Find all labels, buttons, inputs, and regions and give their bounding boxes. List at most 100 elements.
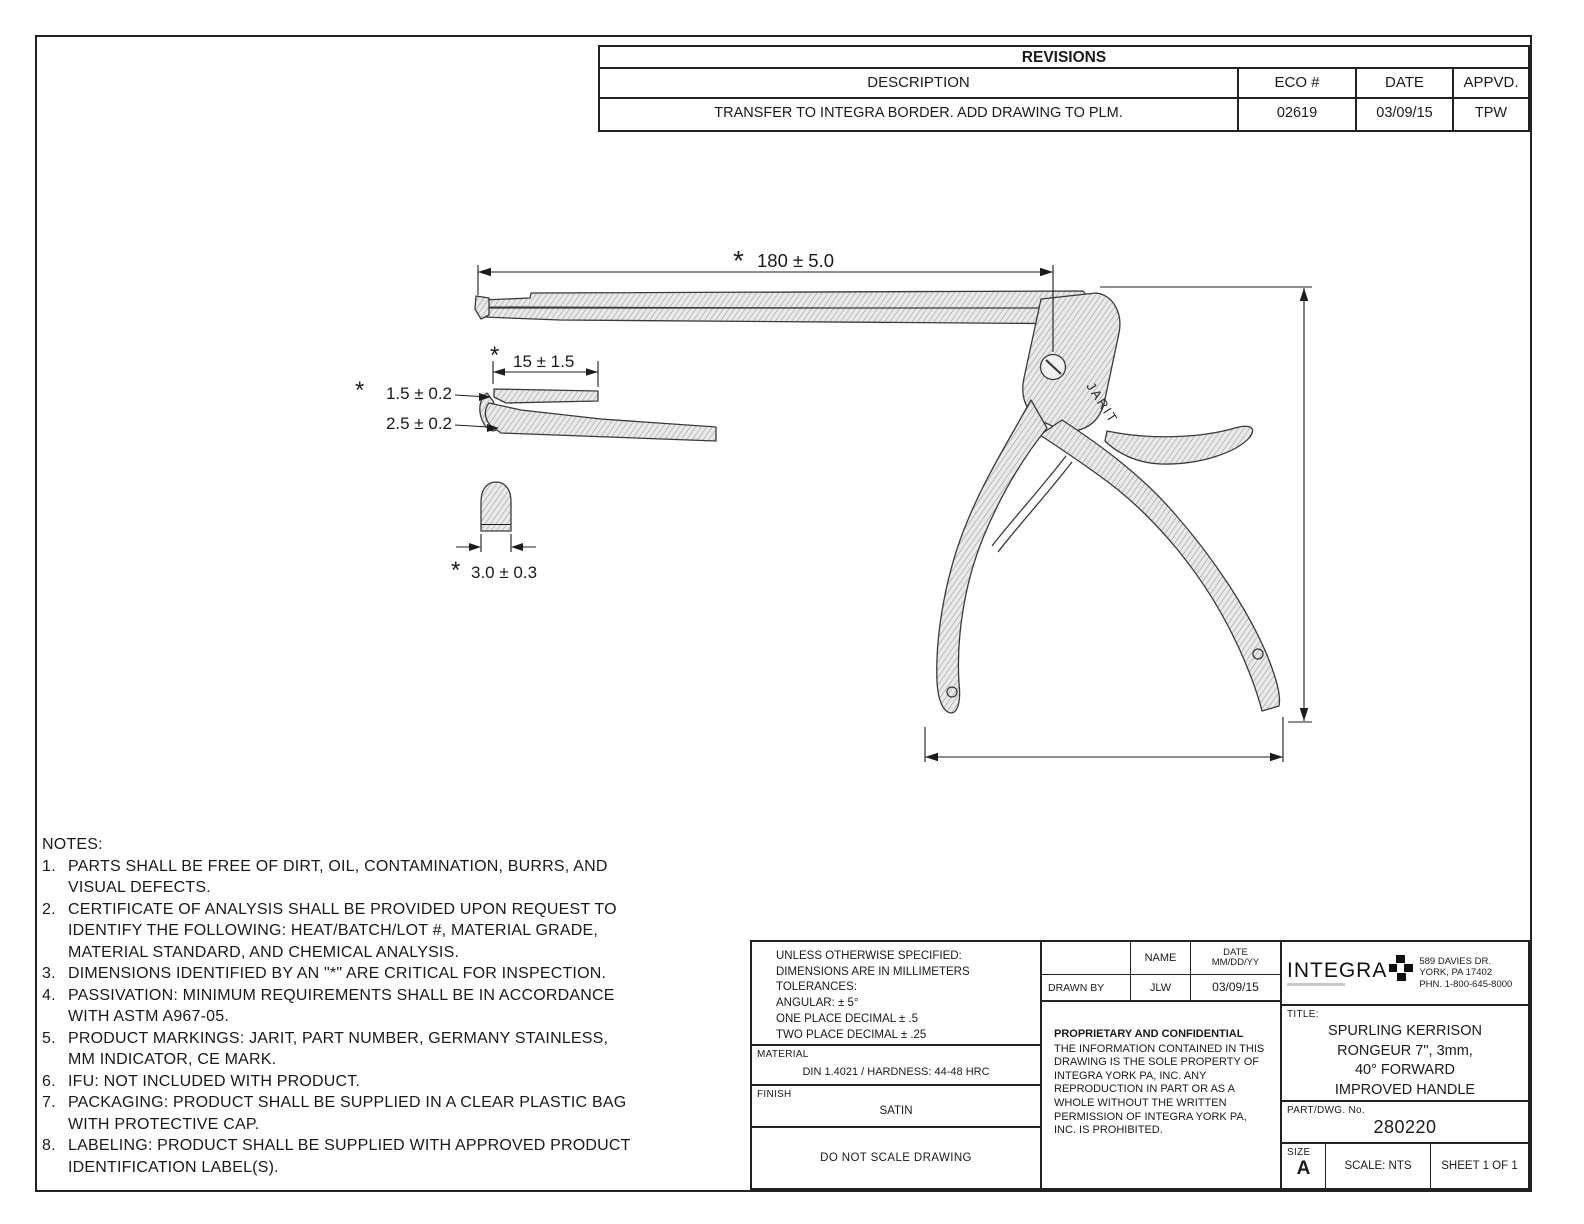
tolerance-line: UNLESS OTHERWISE SPECIFIED: bbox=[776, 950, 962, 962]
notes-section: NOTES: 1. PARTS SHALL BE FREE OF DIRT, O… bbox=[42, 834, 732, 1178]
material-label: MATERIAL bbox=[757, 1049, 809, 1060]
date-format-line: MM/DD/YY bbox=[1211, 957, 1260, 968]
dim-tip-length-lines bbox=[492, 361, 599, 387]
name-date-empty-cell bbox=[1042, 942, 1130, 974]
revision-approved-by: TPW bbox=[1452, 99, 1528, 130]
dim-tip-top-leader bbox=[454, 394, 481, 398]
shaft-tip-foot bbox=[474, 295, 490, 320]
address-line: 589 DAVIES DR. bbox=[1419, 956, 1491, 968]
detail-upper-jaw bbox=[493, 388, 599, 404]
arrowhead bbox=[1270, 752, 1283, 762]
revisions-col-eco: ECO # bbox=[1237, 69, 1355, 97]
title-block-specs-column: UNLESS OTHERWISE SPECIFIED: DIMENSIONS A… bbox=[752, 942, 1042, 1188]
revisions-header-row: DESCRIPTION ECO # DATE APPVD. bbox=[600, 69, 1528, 99]
revisions-title: REVISIONS bbox=[600, 47, 1528, 69]
note-item: 3. DIMENSIONS IDENTIFIED BY AN "*" ARE C… bbox=[42, 963, 732, 985]
tolerance-line: ONE PLACE DECIMAL ± .5 bbox=[776, 1012, 919, 1025]
shaft-upper-bar bbox=[481, 290, 1098, 310]
dim-overall-height-lines bbox=[1100, 286, 1312, 723]
critical-asterisk: * bbox=[490, 342, 499, 369]
note-number: 7. bbox=[42, 1094, 56, 1111]
note-text: PASSIVATION: MINIMUM REQUIREMENTS SHALL … bbox=[68, 985, 615, 1028]
arrowhead bbox=[1040, 267, 1053, 277]
finger-hook bbox=[1104, 425, 1254, 465]
fixed-handle bbox=[936, 399, 1048, 714]
address-line: YORK, PA 17402 bbox=[1419, 967, 1493, 979]
material-value: DIN 1.4021 / HARDNESS: 44-48 HRC bbox=[802, 1066, 990, 1078]
note-number: 8. bbox=[42, 1137, 56, 1154]
tip-cross-section bbox=[480, 481, 512, 532]
title-block-approval-column: NAME DATE MM/DD/YY DRAWN BY JLW 03/09/15… bbox=[1042, 942, 1282, 1188]
revision-description: TRANSFER TO INTEGRA BORDER. ADD DRAWING … bbox=[714, 105, 1123, 121]
leaf-spring-line-2 bbox=[997, 461, 1073, 553]
note-line: VISUAL DEFECTS. bbox=[68, 879, 211, 896]
note-line: PACKAGING: PRODUCT SHALL BE SUPPLIED IN … bbox=[68, 1094, 627, 1111]
note-text: DIMENSIONS IDENTIFIED BY AN "*" ARE CRIT… bbox=[68, 963, 606, 985]
dim-tip-top-label: 1.5 ± 0.2 bbox=[386, 384, 452, 403]
arrowhead bbox=[925, 752, 938, 762]
revisions-col-appvd: APPVD. bbox=[1452, 69, 1528, 97]
date-header-cell: DATE MM/DD/YY bbox=[1190, 942, 1280, 974]
note-item: 7. PACKAGING: PRODUCT SHALL BE SUPPLIED … bbox=[42, 1092, 732, 1135]
shaft-lower-bar bbox=[478, 307, 1108, 325]
drawn-by-label: DRAWN BY bbox=[1048, 981, 1105, 994]
name-date-header-row: NAME DATE MM/DD/YY bbox=[1042, 942, 1280, 975]
date-header-line: DATE bbox=[1223, 946, 1248, 958]
company-subtext-placeholder bbox=[1287, 982, 1345, 986]
handle-ball-rear bbox=[1252, 648, 1264, 660]
note-text: PACKAGING: PRODUCT SHALL BE SUPPLIED IN … bbox=[68, 1092, 626, 1135]
revisions-table: REVISIONS DESCRIPTION ECO # DATE APPVD. … bbox=[598, 45, 1530, 132]
arrowhead bbox=[478, 267, 491, 277]
size-label: SIZE bbox=[1287, 1147, 1311, 1158]
tolerance-line: TWO PLACE DECIMAL ± .25 bbox=[776, 1028, 927, 1041]
size-scale-sheet-row: SIZE A SCALE: NTS SHEET 1 OF 1 bbox=[1282, 1144, 1528, 1188]
note-text: LABELING: PRODUCT SHALL BE SUPPLIED WITH… bbox=[68, 1135, 631, 1178]
size-value: A bbox=[1296, 1158, 1311, 1179]
revision-date: 03/09/15 bbox=[1355, 99, 1452, 130]
arrowhead bbox=[493, 368, 505, 376]
finish-label: FINISH bbox=[757, 1089, 792, 1100]
note-number: 5. bbox=[42, 1029, 56, 1047]
critical-asterisk: * bbox=[355, 377, 364, 404]
dim-tip-bottom-label: 2.5 ± 0.2 bbox=[386, 414, 452, 433]
name-header-cell: NAME bbox=[1130, 942, 1190, 974]
arrowhead bbox=[1299, 288, 1309, 301]
drawing-border-frame bbox=[35, 35, 1532, 1192]
dim-tip-bottom-leader bbox=[454, 424, 489, 428]
dim-handle-span-lines bbox=[924, 717, 1284, 762]
note-item: 5. PRODUCT MARKINGS: JARIT, PART NUMBER,… bbox=[42, 1028, 732, 1071]
note-number: 6. bbox=[42, 1072, 56, 1090]
part-number-label: PART/DWG. No. bbox=[1287, 1105, 1365, 1116]
finish-cell: FINISH SATIN bbox=[752, 1086, 1040, 1128]
note-number: 3. bbox=[42, 965, 56, 982]
tolerance-line: DIMENSIONS ARE IN MILLIMETERS bbox=[776, 965, 970, 978]
note-number: 4. bbox=[42, 986, 56, 1004]
note-item: 8. LABELING: PRODUCT SHALL BE SUPPLIED W… bbox=[42, 1135, 732, 1178]
pivot-screw-slot bbox=[1045, 359, 1062, 375]
arrowhead bbox=[487, 424, 499, 432]
note-text: PARTS SHALL BE FREE OF DIRT, OIL, CONTAM… bbox=[68, 856, 608, 899]
title-block-id-column: INTEGRA 589 DAVIES DR. YORK, PA 17402 PH… bbox=[1282, 942, 1528, 1188]
note-line: WITH ASTM A967-05. bbox=[68, 1008, 229, 1025]
note-line: DIMENSIONS IDENTIFIED BY AN "*" ARE CRIT… bbox=[68, 965, 607, 982]
note-item: 6. IFU: NOT INCLUDED WITH PRODUCT. bbox=[42, 1071, 732, 1093]
sheet-cell: SHEET 1 OF 1 bbox=[1441, 1160, 1518, 1172]
company-name: INTEGRA bbox=[1287, 958, 1388, 982]
title-line: RONGEUR 7", 3mm, bbox=[1337, 1042, 1473, 1059]
note-item: 1. PARTS SHALL BE FREE OF DIRT, OIL, CON… bbox=[42, 856, 732, 899]
drawn-by-date-value: 03/09/15 bbox=[1212, 980, 1259, 995]
drawn-by-row: DRAWN BY JLW 03/09/15 bbox=[1042, 975, 1280, 1000]
note-text: CERTIFICATE OF ANALYSIS SHALL BE PROVIDE… bbox=[68, 899, 617, 964]
note-item: 2. CERTIFICATE OF ANALYSIS SHALL BE PROV… bbox=[42, 899, 732, 964]
do-not-scale-cell: DO NOT SCALE DRAWING bbox=[820, 1152, 972, 1164]
company-address: 589 DAVIES DR. YORK, PA 17402 PHN. 1-800… bbox=[1419, 956, 1512, 990]
tolerances-cell: UNLESS OTHERWISE SPECIFIED: DIMENSIONS A… bbox=[752, 942, 1040, 1046]
title-line: SPURLING KERRISON bbox=[1328, 1023, 1482, 1039]
revision-row: TRANSFER TO INTEGRA BORDER. ADD DRAWING … bbox=[600, 99, 1528, 130]
handle-ball-front bbox=[946, 686, 958, 698]
drawn-by-date: 03/09/15 bbox=[1190, 975, 1280, 1000]
dim-profile-width-label: 3.0 ± 0.3 bbox=[471, 563, 537, 582]
title-block: UNLESS OTHERWISE SPECIFIED: DIMENSIONS A… bbox=[750, 940, 1530, 1190]
note-line: PARTS SHALL BE FREE OF DIRT, OIL, CONTAM… bbox=[68, 857, 608, 875]
title-label: TITLE: bbox=[1287, 1009, 1319, 1020]
